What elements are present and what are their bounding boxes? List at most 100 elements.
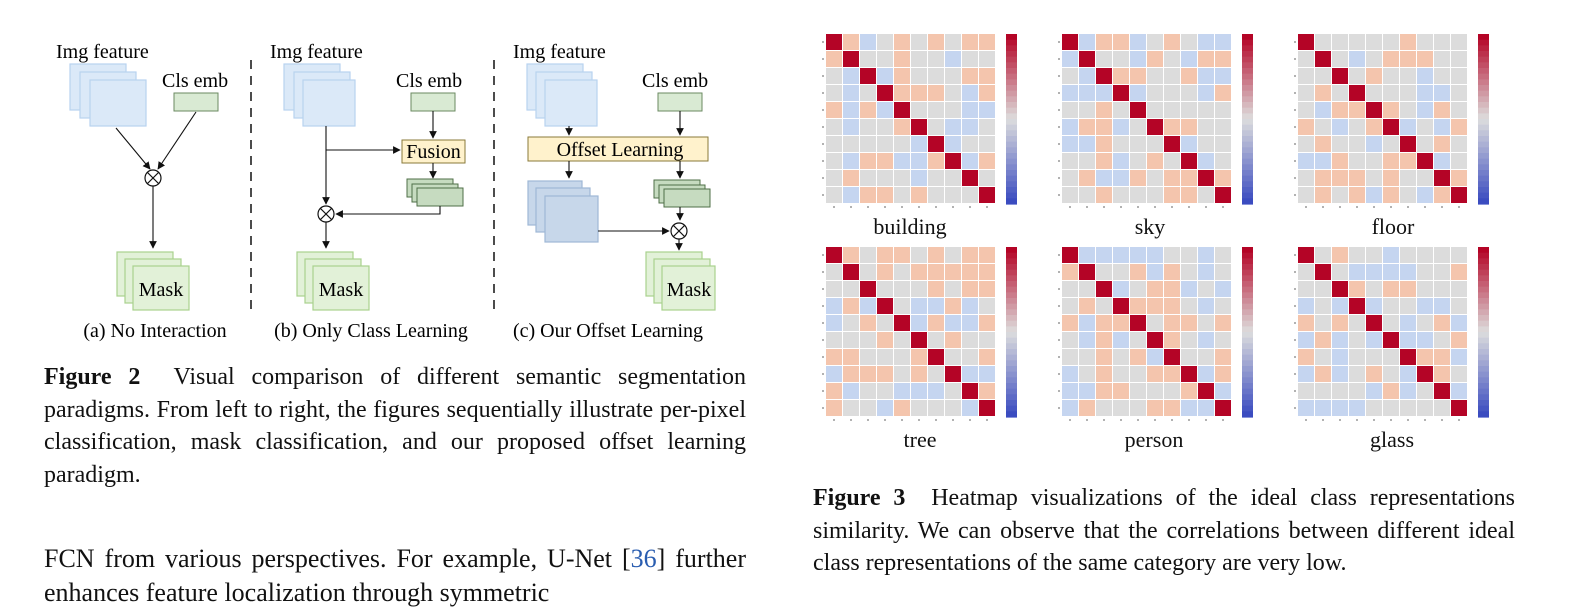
heatmap-cell (826, 153, 842, 169)
colorbar-segment (1242, 343, 1253, 350)
heatmap-cell (1400, 119, 1416, 135)
heatmap-cell (1451, 247, 1467, 263)
heatmap-cell (1113, 349, 1129, 365)
heatmap-cell (894, 119, 910, 135)
heatmap-cell (1298, 119, 1314, 135)
heatmap-cell (1451, 281, 1467, 297)
heatmap-cell (826, 51, 842, 67)
heatmap-cell (1113, 85, 1129, 101)
heatmap-cell (826, 247, 842, 263)
colorbar-segment (1478, 247, 1489, 254)
colorbar-segment (1478, 292, 1489, 299)
heatmap-cell (877, 102, 893, 118)
heatmap-cell (1315, 170, 1331, 186)
colorbar-segment (1242, 141, 1253, 148)
heatmap-cell (1096, 383, 1112, 399)
heatmap-cell (1349, 315, 1365, 331)
heatmap-cell (1147, 136, 1163, 152)
heatmap-cell (1130, 170, 1146, 186)
colorbar-segment (1006, 286, 1017, 293)
heatmap-cell (1400, 51, 1416, 67)
cls-emb-label: Cls emb (396, 70, 462, 92)
panel-b: Img feature Cls emb Fusion (270, 41, 468, 342)
heatmap-cell (1113, 400, 1129, 416)
heatmap-cell (1383, 400, 1399, 416)
colorbar-segment (1242, 298, 1253, 305)
heatmap-cell (1113, 136, 1129, 152)
colorbar-segment (1478, 107, 1489, 114)
heatmap-cell (1383, 136, 1399, 152)
heatmap-cell (1079, 170, 1095, 186)
heatmap-cell (1383, 264, 1399, 280)
heatmap-cell (1130, 264, 1146, 280)
heatmap-cell (860, 400, 876, 416)
colorbar-segment (1006, 247, 1017, 254)
heatmap-cell (1130, 34, 1146, 50)
heatmap-cell (1298, 366, 1314, 382)
heatmap-cell (826, 68, 842, 84)
colorbar-segment (1478, 394, 1489, 401)
heatmap-cell (1113, 332, 1129, 348)
heatmap-cell (1400, 170, 1416, 186)
heatmap-cell (1079, 68, 1095, 84)
colorbar-segment (1478, 158, 1489, 165)
heatmap-cell (1417, 34, 1433, 50)
heatmap-cell (1332, 332, 1348, 348)
heatmap-cell (979, 315, 995, 331)
heatmap-cell (911, 315, 927, 331)
citation-link[interactable]: 36 (630, 544, 657, 573)
colorbar-segment (1478, 147, 1489, 154)
colorbar-segment (1242, 147, 1253, 154)
class-emb-stack (653, 179, 711, 208)
offset-feature-stack (527, 180, 599, 243)
heatmap-cell (1096, 349, 1112, 365)
colorbar-segment (1242, 96, 1253, 103)
heatmap-cell (1434, 34, 1450, 50)
heatmap-cell (1113, 34, 1129, 50)
colorbar-segment (1006, 394, 1017, 401)
heatmap-cell (979, 298, 995, 314)
heatmap-cell (826, 332, 842, 348)
heatmap-cell (1332, 170, 1348, 186)
heatmap-cell (1096, 332, 1112, 348)
colorbar-segment (1478, 51, 1489, 58)
heatmap-cell (894, 34, 910, 50)
colorbar-segment (1242, 39, 1253, 46)
figure2-caption-label: Figure 2 (44, 364, 141, 390)
colorbar-segment (1242, 170, 1253, 177)
colorbar-segment (1242, 286, 1253, 293)
colorbar-segment (1006, 281, 1017, 288)
heatmap-cell (1164, 281, 1180, 297)
heatmap-cell (1079, 383, 1095, 399)
heatmap-cell (1215, 85, 1231, 101)
heatmap-cell (1417, 187, 1433, 203)
heatmap-cell (1315, 247, 1331, 263)
heatmap-cell (979, 281, 995, 297)
heatmap-cell (962, 102, 978, 118)
cls-emb-box (173, 92, 219, 112)
heatmap-cell (1130, 85, 1146, 101)
heatmap-cell (1349, 68, 1365, 84)
heatmap-cell (1079, 315, 1095, 331)
heatmap-cell (1113, 119, 1129, 135)
heatmap-cell (962, 264, 978, 280)
heatmap-cell (1130, 298, 1146, 314)
heatmap-cell (1062, 298, 1078, 314)
colorbar-segment (1006, 354, 1017, 361)
heatmap-cell (1062, 102, 1078, 118)
colorbar-segment (1006, 411, 1017, 418)
heatmap-cell (1383, 153, 1399, 169)
heatmap-cell (979, 400, 995, 416)
heatmap-cell (1198, 153, 1214, 169)
heatmap-cell (979, 153, 995, 169)
heatmap-cell (894, 153, 910, 169)
heatmap-cell (1400, 264, 1416, 280)
heatmap-cell (979, 34, 995, 50)
heatmap-cell (1298, 187, 1314, 203)
colorbar-segment (1478, 383, 1489, 390)
heatmap-cell (1062, 187, 1078, 203)
colorbar-segment (1478, 337, 1489, 344)
heatmap-cell (1079, 366, 1095, 382)
heatmap-cell (1332, 298, 1348, 314)
heatmap-cell (1417, 298, 1433, 314)
